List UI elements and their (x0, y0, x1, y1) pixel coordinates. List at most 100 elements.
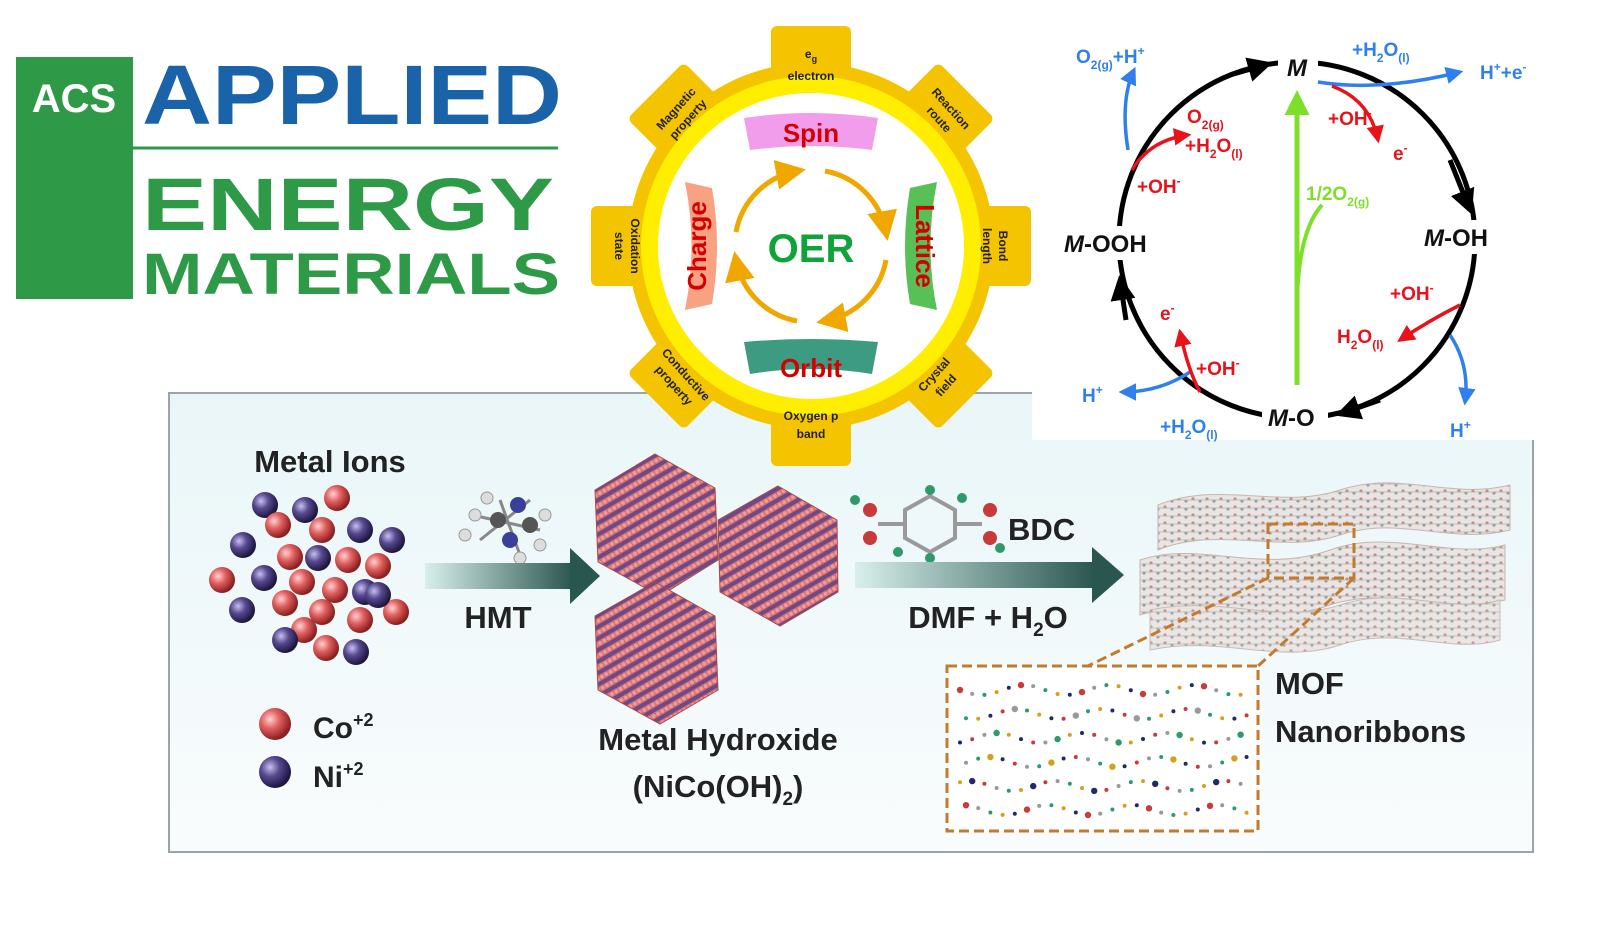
blue-arrow-bottom-right (1448, 334, 1476, 406)
lattice-atom (982, 781, 987, 786)
lattice-atom (1037, 803, 1042, 808)
lattice-atom (1200, 683, 1208, 690)
h-plus-e-label: H++e- (1480, 60, 1526, 84)
red-arrow-bottom-left (1174, 328, 1202, 393)
lattice-atom (1061, 716, 1066, 721)
logo-applied-text: APPLIED (142, 48, 562, 142)
lattice-atom (964, 760, 968, 765)
lattice-atom (1220, 803, 1225, 808)
lattice-atom (993, 729, 1000, 737)
tooth-eg-symbol: eg (805, 47, 817, 64)
lattice-atom (1128, 740, 1133, 745)
lattice-atom (1134, 803, 1139, 808)
lattice-atom (1226, 779, 1231, 784)
lattice-atom (956, 686, 964, 694)
legend-co-ball (259, 708, 291, 740)
lattice-atom (969, 777, 976, 785)
lattice-atom (1116, 684, 1121, 689)
oer-center-label: OER (768, 227, 855, 271)
lattice-atom (1232, 716, 1237, 721)
lattice-atom (1084, 811, 1092, 819)
metal-hydroxide-hexagons (594, 453, 839, 725)
lattice-atom (1214, 740, 1219, 745)
lattice-atom (1122, 764, 1127, 769)
lattice-atom (1092, 732, 1097, 737)
lattice-atom (1226, 736, 1231, 741)
lattice-atom (1043, 688, 1048, 693)
lattice-atom (1031, 740, 1036, 745)
lattice-atom (976, 716, 981, 721)
lattice-atom (994, 690, 999, 695)
lattice-atom (1189, 737, 1194, 742)
lattice-atom (1061, 806, 1066, 811)
lattice-atom (1006, 685, 1011, 690)
lattice-atom (1091, 787, 1098, 795)
lattice-atom (1017, 681, 1025, 689)
tooth-oxygen-2: band (797, 427, 826, 441)
lattice-atom (1116, 784, 1121, 788)
lattice-atom (1208, 764, 1212, 769)
spin-label: Spin (783, 118, 839, 148)
lattice-atom (1189, 683, 1194, 688)
lattice-atom (1122, 803, 1127, 808)
lattice-atom (1019, 737, 1023, 742)
lattice-atom (1134, 760, 1139, 765)
co-ion-ball (272, 590, 298, 616)
lattice-atom (1220, 716, 1225, 721)
lattice-label: Lattice (910, 204, 940, 288)
node-m-oh: M-OH (1424, 225, 1488, 252)
lattice-atom (1153, 732, 1158, 737)
charge-label: Charge (682, 201, 712, 291)
lattice-atom (1025, 708, 1029, 713)
lattice-atom (1110, 708, 1115, 713)
co-ion-ball (289, 569, 315, 595)
lattice-atom (1098, 811, 1103, 816)
mof-nanoribbons-image (1087, 482, 1511, 668)
bdc-label: BDC (1008, 512, 1075, 547)
lattice-atom (1238, 692, 1243, 697)
ni-ion-ball (365, 582, 391, 608)
lattice-atom (1098, 761, 1103, 766)
logo-green-bar (16, 57, 133, 299)
lattice-atom (1177, 788, 1182, 793)
lattice-atom (1238, 781, 1243, 786)
oh-red-3-label: +OH- (1390, 281, 1434, 305)
lattice-atom (1244, 755, 1249, 759)
lattice-atom (1202, 740, 1206, 745)
metal-hydroxide-formula: (NiCo(OH)2) (633, 769, 804, 810)
half-o2-label: 1/2O2(g) (1306, 184, 1369, 209)
co-ion-ball (313, 635, 339, 661)
lattice-atom (1177, 685, 1182, 690)
lattice-atom (1092, 685, 1097, 690)
tooth-eg-electron: electron (788, 69, 835, 83)
lattice-atom (1055, 692, 1060, 696)
blue-arrow-top-right (1317, 66, 1464, 88)
lattice-atom (1006, 788, 1011, 793)
blue-arrow-top-left (1120, 66, 1137, 151)
gear-tooth (629, 326, 731, 428)
logo-energy-text: ENERGY (142, 163, 554, 246)
h2o-top-label: +H2O(l) (1352, 40, 1410, 65)
lattice-atom (1019, 788, 1023, 792)
ni-ion-ball (347, 517, 373, 543)
lattice-atom (1031, 684, 1036, 689)
lattice-atom (1049, 716, 1054, 721)
lattice-atom (1171, 709, 1176, 714)
lattice-atom (1213, 778, 1220, 786)
lattice-atom (958, 780, 962, 785)
lattice-atom (976, 756, 981, 761)
lattice-atom (1037, 712, 1042, 717)
lattice-atom (1165, 786, 1170, 791)
lattice-atom (1080, 786, 1084, 791)
lattice-atom (1073, 810, 1078, 815)
oh-red-4-label: +OH- (1196, 356, 1240, 380)
lattice-atom (1145, 805, 1153, 812)
h2o-bottom-label: +H2O(l) (1160, 417, 1218, 442)
lattice-atom (1194, 707, 1202, 714)
tooth-oxygen-1: Oxygen p (784, 409, 839, 423)
lattice-atom (987, 753, 994, 761)
lattice-atom (1220, 760, 1225, 765)
lattice-atom (994, 786, 999, 790)
oer-mechanism-cycle: M M-OH M-O M-OOH 1/2O2(g) O2(g)+H+ +H2O(… (1062, 40, 1526, 442)
